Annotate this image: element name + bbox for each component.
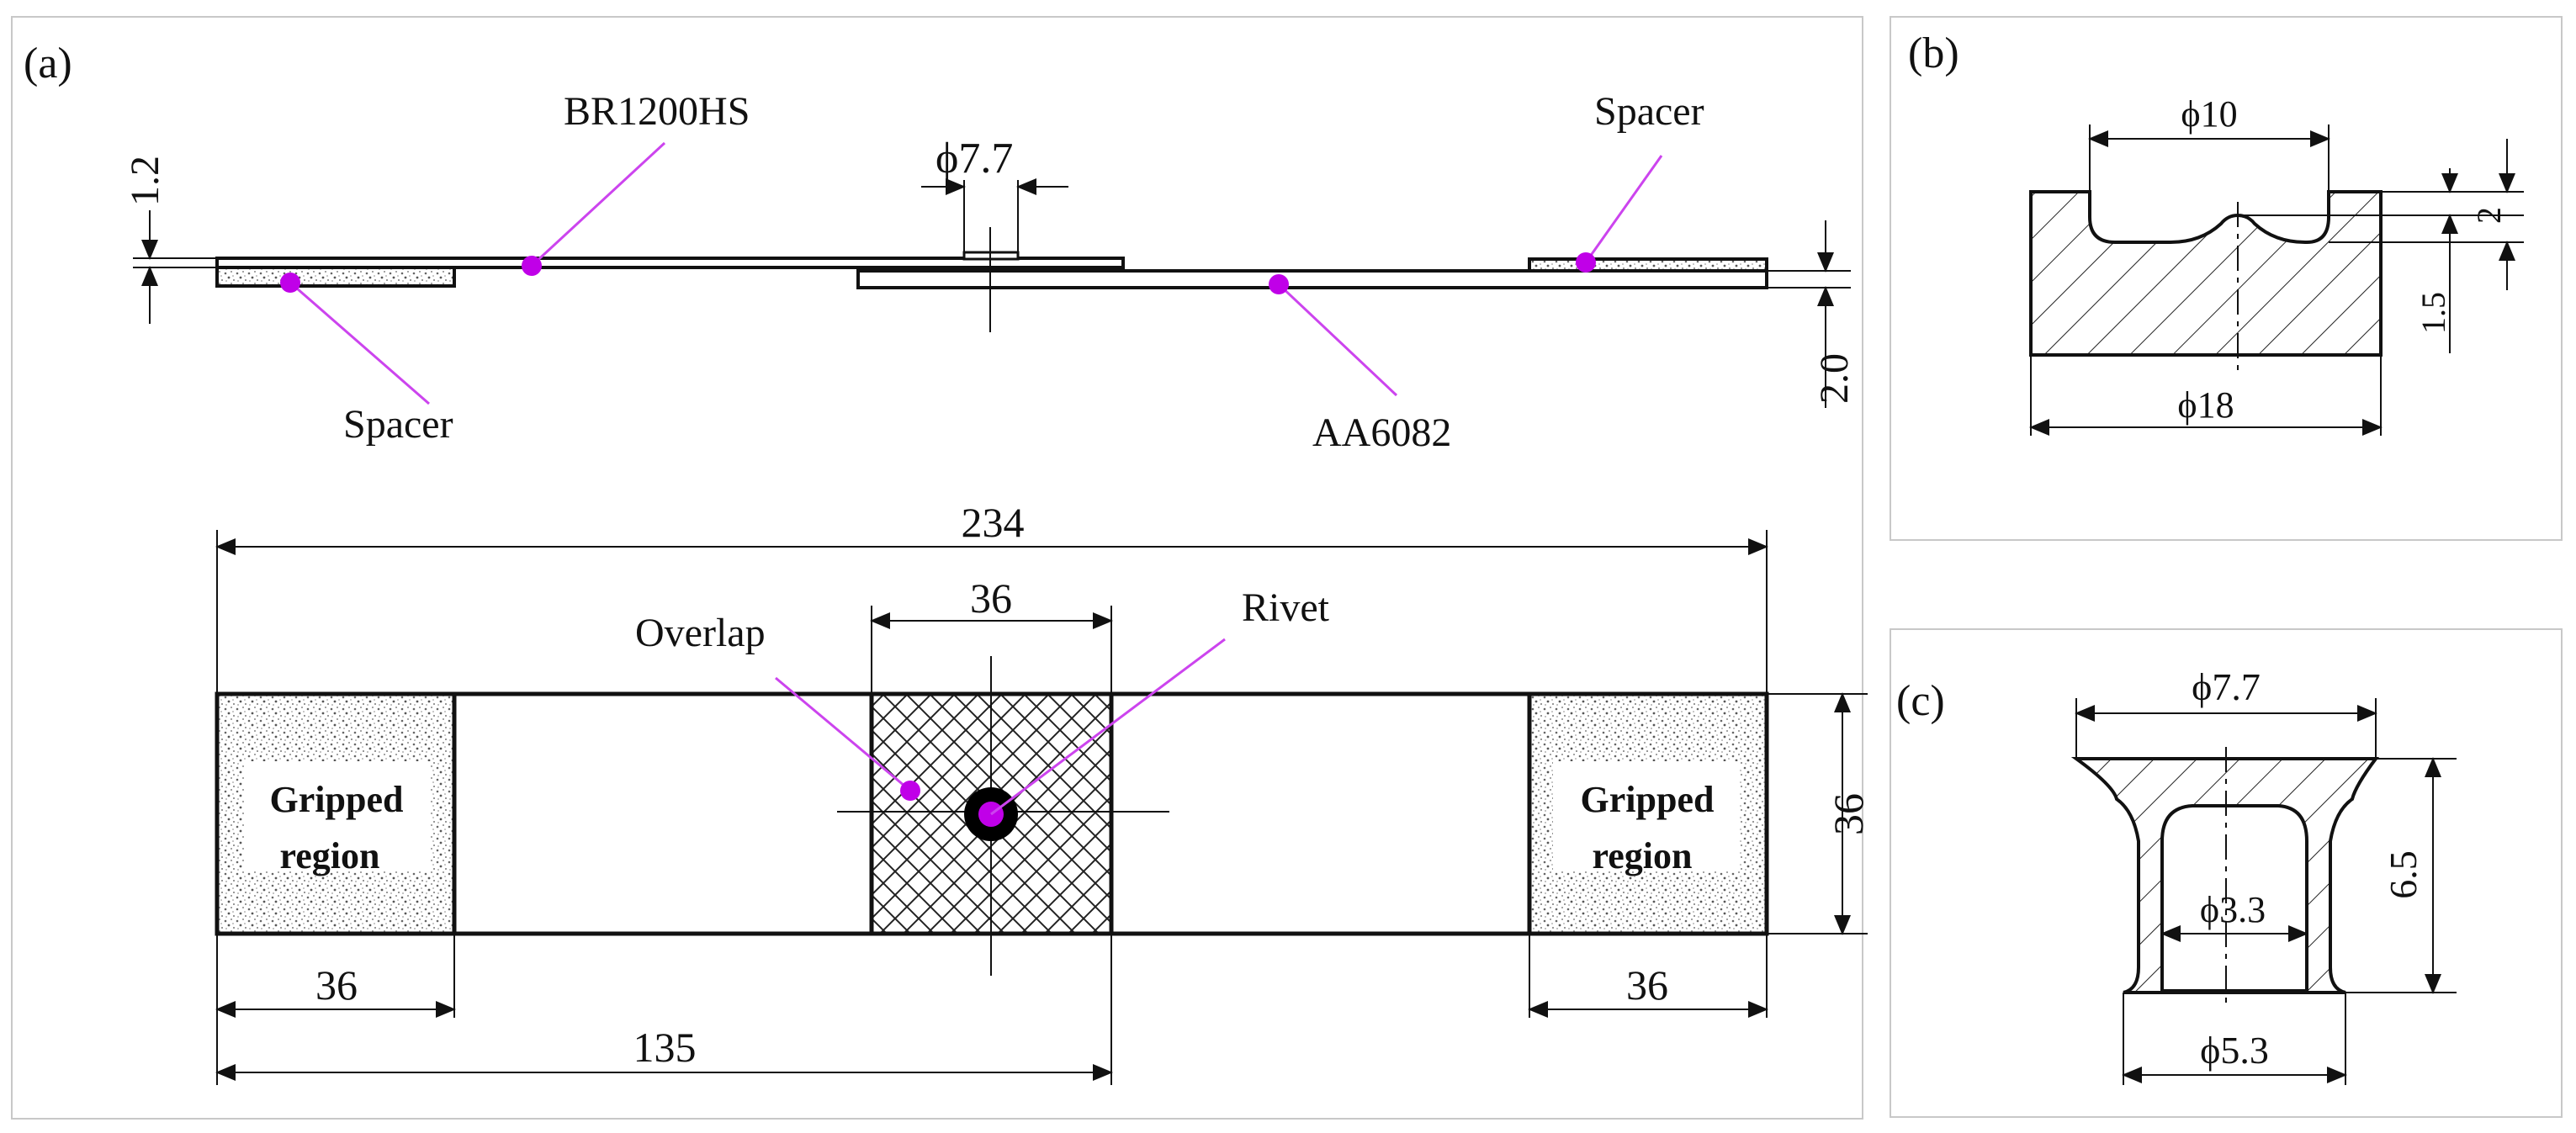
panel-c-tag: (c): [1896, 677, 1945, 725]
rivet-drawing: ϕ7.7 ϕ3.3 ϕ5.3 6.5: [2070, 665, 2457, 1085]
marker-bottom-sheet: [1269, 274, 1289, 294]
leader-bottom-sheet: [1277, 283, 1398, 397]
label-rivet: Rivet: [1242, 585, 1330, 630]
panel-b-tag: (b): [1908, 29, 1959, 77]
spacer-left: [215, 266, 456, 288]
leader-spacer-left: [289, 281, 430, 405]
spacer-right: [1528, 257, 1768, 273]
label-overlap: Overlap: [635, 611, 766, 655]
marker-top-sheet: [522, 256, 542, 276]
top-view: Gripped region Gripped region Overlap Ri…: [215, 499, 1872, 1085]
rivet-body: [2070, 757, 2379, 994]
dim-cavity-depth: 2: [2470, 207, 2508, 224]
dim-grip-right: 36: [1626, 961, 1668, 1009]
panel-a-frame: [11, 16, 1863, 1120]
grip-right-label-1: Gripped: [1581, 779, 1715, 820]
dim-overlap-length: 36: [970, 574, 1012, 622]
leader-spacer-right: [1584, 155, 1663, 263]
dim-die-diameter: ϕ18: [2177, 384, 2234, 426]
panel-frames: [11, 16, 2563, 1120]
marker-spacer-left: [280, 273, 300, 293]
grip-left-label-1: Gripped: [270, 779, 404, 820]
die-drawing: ϕ10 ϕ18 2 1.5: [2029, 93, 2524, 436]
grip-right-label-2: region: [1593, 835, 1693, 876]
panel-a-tag: (a): [24, 40, 72, 87]
side-view: ϕ7.7 1.2 2.0 BR1200HS Spacer AA6082 Spac…: [123, 89, 1857, 455]
dim-bore-diameter: ϕ3.3: [2200, 889, 2266, 930]
dim-to-overlap-end: 135: [633, 1024, 697, 1071]
dim-pip-height: 1.5: [2414, 292, 2452, 334]
marker-overlap: [900, 781, 920, 801]
die-body: [2029, 190, 2383, 357]
dim-rivet-length: 6.5: [2382, 850, 2425, 899]
dim-total-length: 234: [962, 499, 1025, 546]
bottom-sheet: [856, 269, 1768, 289]
dim-width: 36: [1825, 793, 1872, 835]
label-bottom-sheet: AA6082: [1312, 410, 1451, 455]
leader-top-sheet: [530, 141, 666, 267]
panel-b-frame: [1890, 16, 2563, 541]
top-sheet: [215, 257, 1125, 269]
marker-spacer-right: [1576, 252, 1596, 273]
label-spacer-right: Spacer: [1594, 89, 1704, 134]
dim-cavity-diameter: ϕ10: [2181, 93, 2237, 135]
dim-grip-left: 36: [315, 961, 358, 1009]
dim-bottom-thickness: 2.0: [1812, 353, 1857, 404]
dim-shank-diameter: ϕ5.3: [2200, 1029, 2269, 1072]
grip-left-label-2: region: [280, 835, 380, 876]
panel-c-frame: [1890, 628, 2563, 1118]
label-spacer-left: Spacer: [343, 402, 453, 447]
dim-rivet-head: ϕ7.7: [936, 135, 1013, 183]
dim-top-thickness: 1.2: [123, 156, 167, 206]
label-top-sheet: BR1200HS: [564, 89, 750, 134]
dim-head-diameter: ϕ7.7: [2192, 665, 2261, 708]
